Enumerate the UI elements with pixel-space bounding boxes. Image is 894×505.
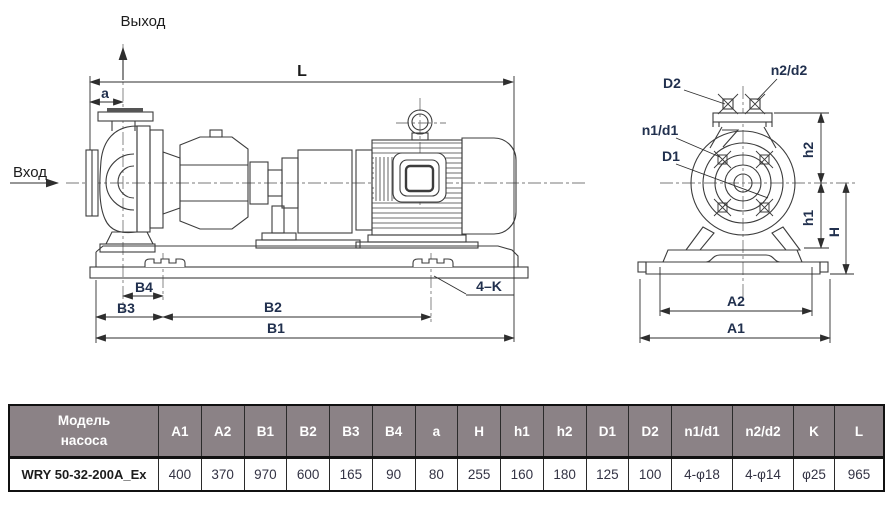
cell-D2: 100: [628, 457, 672, 492]
dim-label-B2: B2: [264, 299, 282, 315]
suction-flange-bolts: [713, 150, 774, 217]
side-dimensions: [89, 76, 515, 343]
dim-label-4K: 4–K: [476, 278, 502, 294]
col-header-H: H: [457, 404, 501, 459]
cell-h2: 180: [542, 457, 587, 492]
cell-a: 80: [414, 457, 459, 492]
pump-spec-table: Модель насоса A1 A2 B1 B2 B3 B4 a H h1 h…: [8, 404, 885, 492]
cell-B4: 90: [371, 457, 416, 492]
dim-label-h1: h1: [800, 210, 816, 227]
dim-label-h2: h2: [800, 142, 816, 159]
pump-dimensional-drawing: Выход Вход L a B4 B3 B2 B1 4–K: [10, 13, 856, 343]
col-header-A2: A2: [200, 404, 245, 459]
col-header-model: Модель насоса: [8, 404, 159, 459]
col-header-a: a: [414, 404, 459, 459]
col-header-h2: h2: [542, 404, 587, 459]
dim-label-n2d2: n2/d2: [771, 62, 808, 78]
col-header-B2: B2: [286, 404, 330, 459]
cell-L: 965: [834, 457, 885, 492]
discharge-flange: [709, 93, 777, 149]
cell-n1d1: 4-φ18: [671, 457, 733, 492]
cell-B2: 600: [286, 457, 330, 492]
col-header-D1: D1: [585, 404, 630, 459]
cell-B1: 970: [243, 457, 288, 492]
col-header-B4: B4: [371, 404, 416, 459]
col-header-K: K: [793, 404, 835, 459]
col-header-B1: B1: [243, 404, 288, 459]
motor: [355, 109, 517, 249]
col-header-B3: B3: [329, 404, 373, 459]
dim-label-B4: B4: [135, 279, 153, 295]
cell-D1: 125: [585, 457, 630, 492]
inlet-label: Вход: [13, 164, 47, 181]
col-header-n2d2: n2/d2: [732, 404, 794, 459]
dim-label-H: H: [826, 227, 842, 237]
pump-casing: [85, 108, 164, 253]
baseplate: [89, 245, 529, 279]
col-header-n1d1: n1/d1: [671, 404, 733, 459]
cell-n2d2: 4-φ14: [732, 457, 794, 492]
end-view: D2 n2/d2 n1/d1 D1 h2 h1 H A2 A1: [637, 62, 856, 343]
spec-table-header-row: Модель насоса A1 A2 B1 B2 B3 B4 a H h1 h…: [8, 404, 885, 459]
dim-label-n1d1: n1/d1: [642, 122, 679, 138]
cell-K: φ25: [793, 457, 835, 492]
dim-label-D2: D2: [663, 75, 681, 91]
spec-table-data-row: WRY 50-32-200A_Ex 400 370 970 600 165 90…: [8, 457, 885, 492]
dim-label-A2: A2: [727, 293, 745, 309]
cell-A2: 370: [200, 457, 245, 492]
side-view: Выход Вход L a B4 B3 B2 B1 4–K: [10, 13, 585, 343]
cell-model: WRY 50-32-200A_Ex: [8, 457, 159, 492]
col-header-h1: h1: [500, 404, 544, 459]
end-dimensions: [639, 112, 854, 343]
outlet-label: Выход: [121, 13, 166, 30]
col-header-L: L: [834, 404, 885, 459]
dim-label-L: L: [297, 63, 307, 80]
dim-label-B1: B1: [267, 320, 285, 336]
end-leaders: [675, 78, 778, 199]
dim-label-D1: D1: [662, 148, 680, 164]
cell-h1: 160: [500, 457, 544, 492]
volute-circles: [690, 130, 796, 236]
dim-label-a: a: [101, 85, 109, 101]
bearing-frame: [162, 129, 361, 249]
col-header-A1: A1: [158, 404, 202, 459]
end-base: [637, 226, 829, 275]
dim-label-A1: A1: [727, 320, 745, 336]
cell-H: 255: [457, 457, 501, 492]
cell-B3: 165: [329, 457, 373, 492]
flow-arrows: [10, 46, 128, 188]
dim-label-B3: B3: [117, 300, 135, 316]
cell-A1: 400: [158, 457, 202, 492]
col-header-D2: D2: [628, 404, 672, 459]
